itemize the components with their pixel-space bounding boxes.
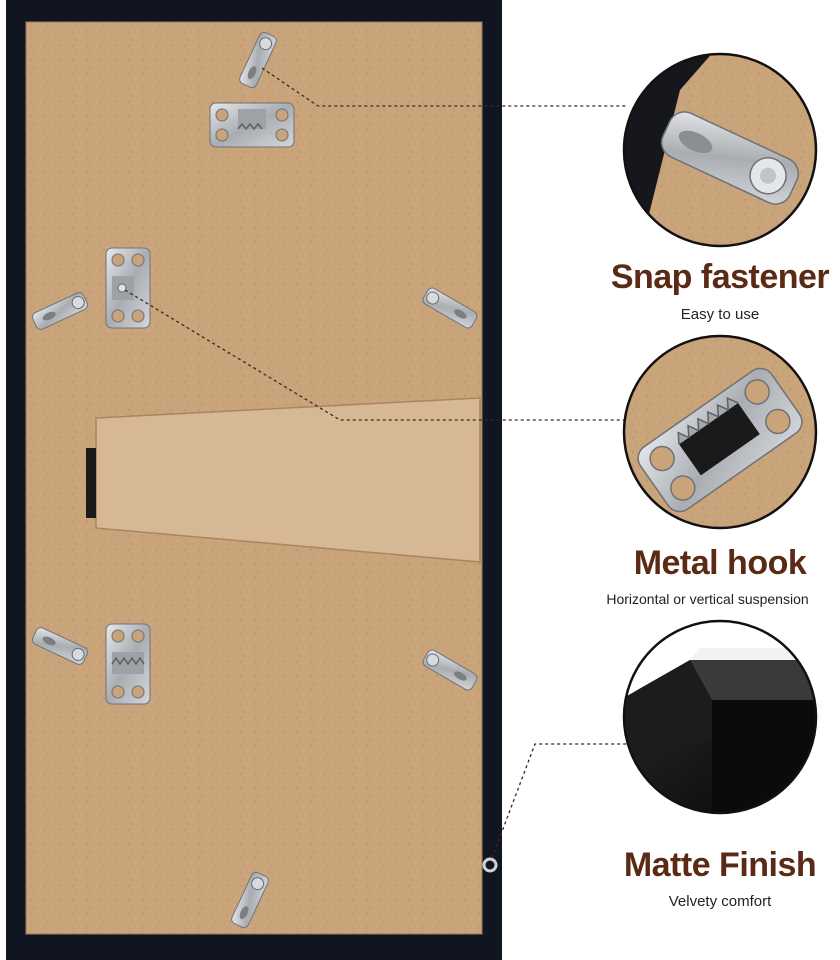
callout-lines bbox=[124, 67, 628, 859]
sawtooth-hook-closeup-icon bbox=[622, 334, 818, 530]
feature-title-matte-finish: Matte Finish bbox=[623, 846, 817, 884]
feature-subtitle-matte-finish: Velvety comfort bbox=[668, 893, 772, 910]
hanging-ring bbox=[482, 857, 498, 873]
easel-stand bbox=[86, 397, 481, 563]
metal-hook-top bbox=[209, 102, 295, 148]
snap-fastener-right-upper bbox=[422, 287, 478, 329]
matte-corner-closeup-icon bbox=[622, 619, 818, 815]
feature-subtitle-metal-hook: Horizontal or vertical suspension bbox=[606, 591, 809, 607]
snap-fastener-top bbox=[239, 31, 277, 89]
metal-hook-left-upper bbox=[105, 247, 151, 329]
snap-fastener-bottom bbox=[231, 871, 269, 929]
feature-title-snap-fastener: Snap fastener bbox=[610, 258, 830, 296]
snap-fastener-right-lower bbox=[422, 649, 478, 691]
feature-subtitle-snap-fastener: Easy to use bbox=[680, 306, 760, 323]
feature-title-metal-hook: Metal hook bbox=[633, 544, 807, 582]
snap-fastener-left-upper bbox=[31, 292, 89, 330]
metal-hook-left-lower bbox=[105, 623, 151, 705]
snap-fastener-left-lower bbox=[31, 627, 89, 665]
snap-fastener-closeup-icon bbox=[622, 52, 818, 248]
